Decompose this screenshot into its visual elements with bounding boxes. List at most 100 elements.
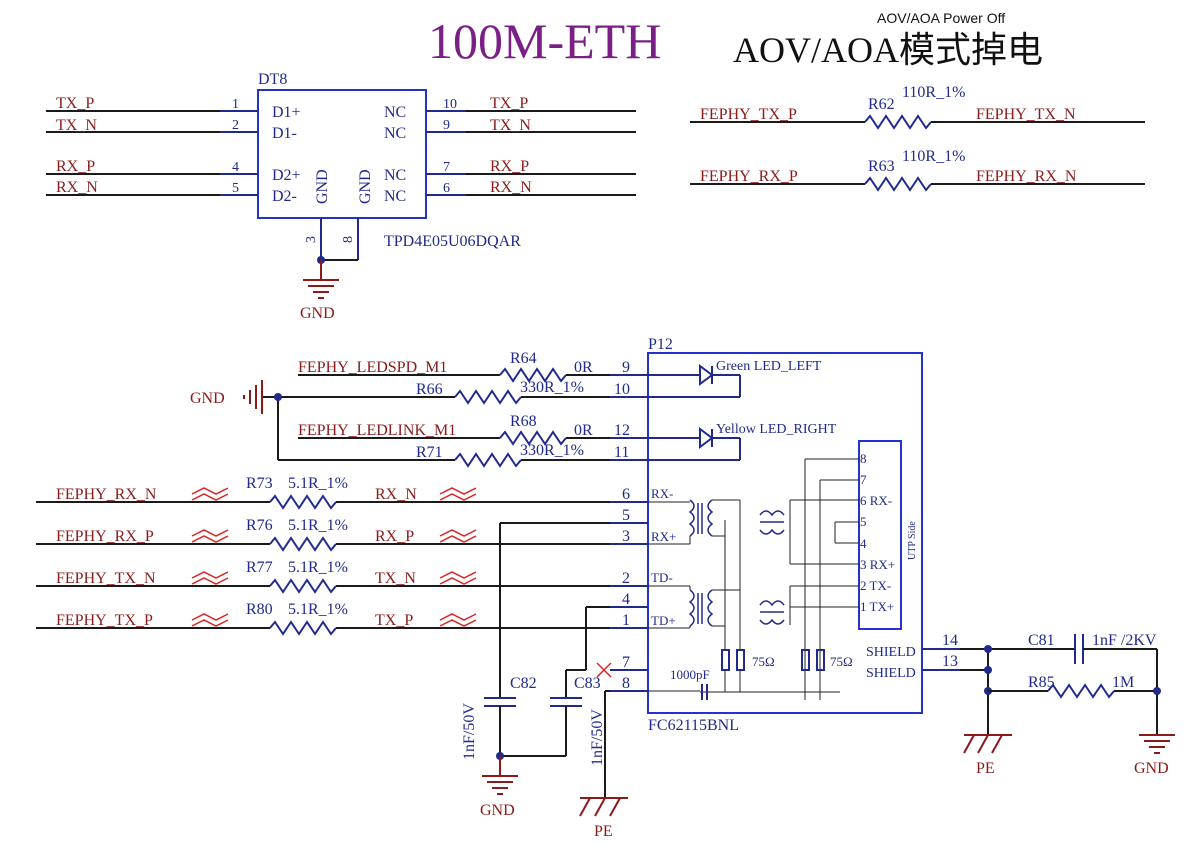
led-pin-11: 11 [614, 444, 629, 461]
r77-out-net: TX_N [375, 570, 416, 587]
r66-ref: R66 [416, 381, 443, 398]
r73-out-net: RX_N [375, 486, 417, 503]
tvs-right-net-1: TX_P [490, 95, 528, 112]
r62-termination: FEPHY_TX_P R62 110R_1% FEPHY_TX_N [690, 84, 1145, 130]
mj-label-tdp: TD+ [651, 613, 676, 628]
led-gnd-text: GND [190, 390, 225, 407]
tvs-label-nc-1: NC [384, 104, 406, 121]
green-led: Green LED_LEFT [648, 359, 822, 398]
shield-label-1: SHIELD [866, 645, 916, 660]
mj-pin-8: 8 [622, 675, 630, 692]
utp-pin-4: 4 [860, 536, 867, 551]
tvs-left-net-3: RX_P [56, 158, 95, 175]
shield-pin-13: 13 [942, 653, 958, 670]
tvs-left-net-4: RX_N [56, 179, 98, 196]
tvs-right-net-4: RX_N [490, 179, 532, 196]
power-off-note: AOV/AOA Power Off [877, 10, 1005, 26]
tvs-gnd-label-1: GND [314, 169, 331, 204]
tvs-left-pin-4: 5 [232, 181, 239, 196]
tvs-gnd-label-2: GND [357, 169, 374, 204]
c82-ref: C82 [510, 675, 537, 692]
shield-gnd-text: GND [1134, 760, 1169, 777]
r73-ref: R73 [246, 475, 273, 492]
magjack-part: FC62115BNL [648, 717, 739, 734]
r80-value: 5.1R_1% [288, 601, 348, 618]
mj-pin-6: 6 [622, 486, 630, 503]
r64-ref: R64 [510, 350, 537, 367]
tvs-gnd-symbol [303, 260, 339, 299]
green-led-label: Green LED_LEFT [716, 359, 822, 374]
r77-value: 5.1R_1% [288, 559, 348, 576]
mj-pin-2: 2 [622, 570, 630, 587]
utp-pin-2: 2 TX- [860, 578, 891, 593]
r76-value: 5.1R_1% [288, 517, 348, 534]
r63-left-net: FEPHY_RX_P [700, 168, 798, 185]
r80-ref: R80 [246, 601, 273, 618]
line-resistors: FEPHY_RX_N R73 5.1R_1% RX_N FEPHY_RX_P R… [36, 475, 610, 636]
magjack-body [647, 352, 923, 714]
magjack-component: P12 FC62115BNL UTP Side 8 7 6 RX- 5 4 3 … [596, 336, 960, 734]
page-title: 100M-ETH [428, 13, 661, 69]
magjack-left-pins: 9 10 12 11 6 5 3 2 4 1 7 8 RX- RX+ TD- T… [610, 359, 676, 692]
r62-value: 110R_1% [902, 84, 965, 101]
tvs-component: DT8 TPD4E05U06DQAR TX_P TX_N RX_P RX_N 1… [46, 71, 636, 322]
pin8-pe-text: PE [594, 823, 613, 840]
tvs-label-nc-3: NC [384, 167, 406, 184]
tvs-right-pin-9: 9 [443, 118, 450, 133]
mj-label-rxp: RX+ [651, 529, 676, 544]
r76-in-net: FEPHY_RX_P [56, 528, 154, 545]
r62-left-net: FEPHY_TX_P [700, 106, 797, 123]
mj-pin-3: 3 [622, 528, 630, 545]
tvs-label-d2n: D2- [272, 188, 297, 205]
tvs-right-net-3: RX_P [490, 158, 529, 175]
ledlink-net: FEPHY_LEDLINK_M1 [298, 422, 456, 439]
r76-ref: R76 [246, 517, 273, 534]
led-resistor-network: FEPHY_LEDSPD_M1 R64 0R R66 330R_1% FEPHY… [190, 350, 610, 468]
res-75-left: 75Ω [752, 654, 775, 669]
tvs-left-pin-1: 1 [232, 97, 239, 112]
tvs-right-net-2: TX_N [490, 117, 531, 134]
common-mode-caps: C82 1nF/50V C83 1nF/50V GND [461, 522, 628, 840]
r85-ref: R85 [1028, 674, 1055, 691]
r76-out-net: RX_P [375, 528, 414, 545]
tvs-label-d1p: D1+ [272, 104, 301, 121]
utp-pin-5: 5 [860, 514, 867, 529]
shield-pe-text: PE [976, 760, 995, 777]
mj-pin-5: 5 [622, 507, 630, 524]
r77-ref: R77 [246, 559, 273, 576]
utp-side-box [858, 440, 902, 630]
shield-network: C81 1nF /2KV R85 1M PE GND [960, 632, 1175, 777]
tvs-gnd-text: GND [300, 305, 335, 322]
r77-in-net: FEPHY_TX_N [56, 570, 156, 587]
mj-pin-7: 7 [622, 654, 630, 671]
yellow-led: Yellow LED_RIGHT [648, 422, 837, 461]
mj-pin-4: 4 [622, 591, 630, 608]
tvs-right-pin-7: 7 [443, 160, 450, 175]
r85-value: 1M [1112, 674, 1134, 691]
r71-ref: R71 [416, 444, 443, 461]
bob-smith-resistors [721, 649, 825, 671]
shield-pin-14: 14 [942, 632, 958, 649]
led-gnd-symbol [243, 380, 263, 414]
magjack-internal-wiring [700, 458, 859, 700]
tvs-body [257, 89, 427, 219]
r66-value: 330R_1% [520, 379, 584, 396]
diff-pair-markers [191, 487, 477, 627]
tvs-label-d2p: D2+ [272, 167, 301, 184]
c83-ref: C83 [574, 675, 601, 692]
c82-gnd-text: GND [480, 802, 515, 819]
tvs-label-nc-2: NC [384, 125, 406, 142]
ledspd-net: FEPHY_LEDSPD_M1 [298, 359, 447, 376]
tvs-right-pin-10: 10 [443, 97, 457, 112]
led-pin-10: 10 [614, 381, 630, 398]
r80-in-net: FEPHY_TX_P [56, 612, 153, 629]
r68-value: 0R [574, 422, 593, 439]
r68-ref: R68 [510, 413, 537, 430]
mj-label-rxn: RX- [651, 486, 673, 501]
utp-pin-3: 3 RX+ [860, 557, 895, 572]
utp-side-label: UTP Side [907, 521, 918, 560]
tvs-left-pin-3: 4 [232, 160, 239, 175]
tvs-left-net-1: TX_P [56, 95, 94, 112]
tvs-part: TPD4E05U06DQAR [384, 233, 521, 250]
